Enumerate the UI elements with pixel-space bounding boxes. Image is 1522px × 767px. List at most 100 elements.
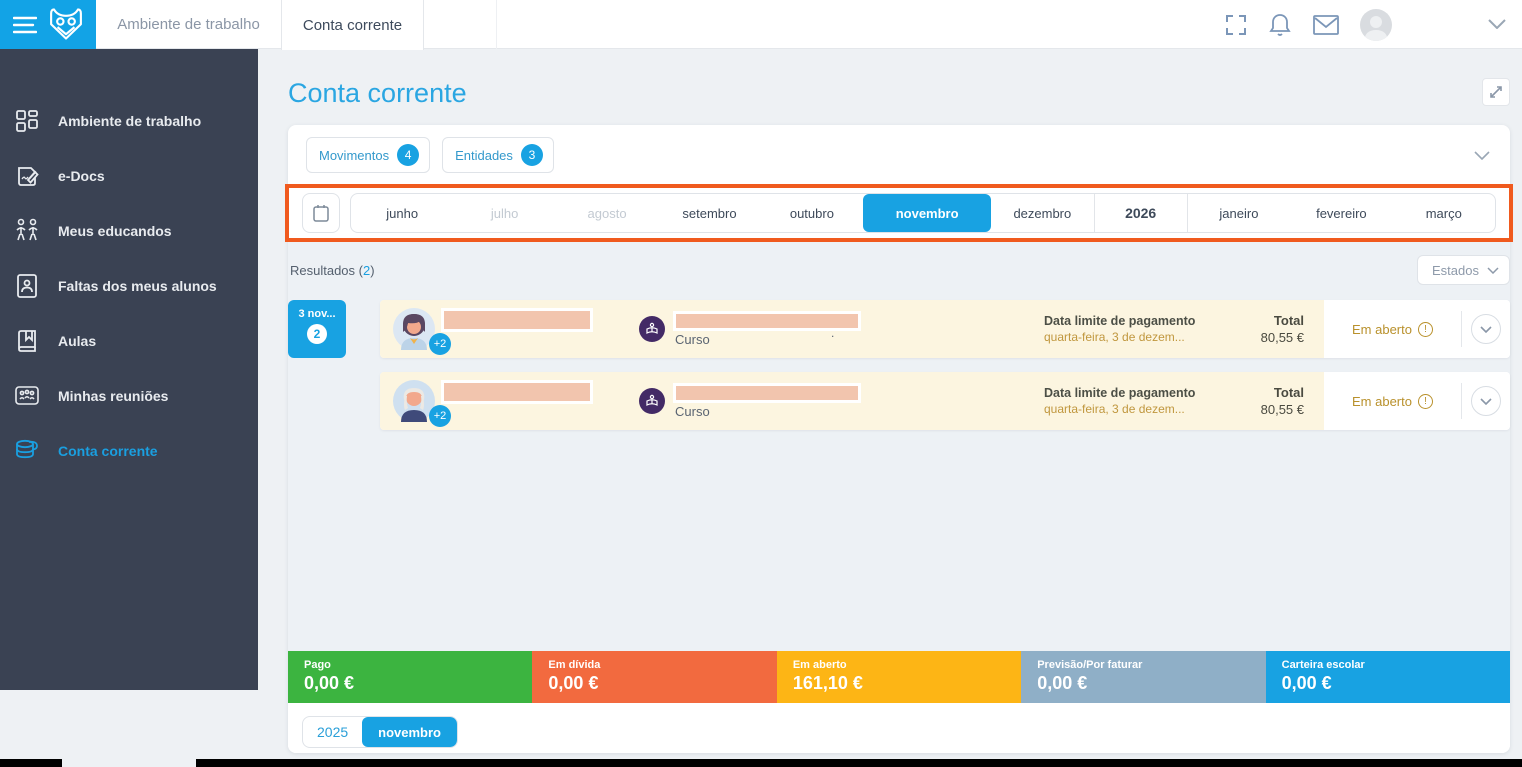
movement-row[interactable]: +2 Curso Data limite de pagamento	[380, 372, 1510, 430]
edocs-icon	[12, 164, 42, 188]
total-value: 80,55 €	[1260, 330, 1304, 345]
chevron-down-icon	[1480, 397, 1492, 405]
conta-corrente-widget: Movimentos 4 Entidades 3 junho julho ago…	[285, 125, 1513, 753]
expand-widget-button[interactable]	[1482, 78, 1510, 106]
total-label: Total	[1273, 385, 1304, 400]
absences-icon	[12, 273, 42, 299]
month-novembro-selected[interactable]: novembro	[863, 194, 992, 232]
year-chip[interactable]: 2025	[317, 724, 349, 740]
summary-carteira-escolar: Carteira escolar 0,00 €	[1265, 651, 1511, 703]
owl-logo-icon	[49, 7, 83, 43]
summary-previsao: Previsão/Por faturar 0,00 €	[1021, 651, 1266, 703]
tab-divider	[496, 0, 497, 49]
estados-dropdown[interactable]: Estados	[1417, 255, 1510, 285]
extra-students-badge: +2	[429, 333, 451, 355]
mail-icon[interactable]	[1312, 14, 1340, 36]
expand-row-button[interactable]	[1462, 314, 1510, 344]
sidebar-item-conta-corrente[interactable]: Conta corrente	[0, 423, 258, 478]
warning-icon: !	[1417, 321, 1433, 337]
status-badge: Em aberto!	[1324, 321, 1461, 337]
month-selector-row: junho julho agosto setembro outubro nove…	[288, 185, 1510, 241]
sidebar-item-faltas[interactable]: Faltas dos meus alunos	[0, 258, 258, 313]
expand-row-button[interactable]	[1462, 386, 1510, 416]
summary-pago: Pago 0,00 €	[288, 651, 533, 703]
total-value: 80,55 €	[1260, 402, 1304, 417]
month-marco[interactable]: março	[1425, 205, 1462, 221]
filter-chip-entidades[interactable]: Entidades 3	[442, 137, 554, 173]
sidebar-item-label: e-Docs	[58, 167, 105, 184]
page-title: Conta corrente	[288, 78, 467, 108]
month-agosto[interactable]: agosto	[587, 205, 627, 221]
date-group-badge[interactable]: 3 nov... 2	[288, 300, 346, 358]
movimentos-count-badge: 4	[397, 144, 420, 166]
sidebar: Ambiente de trabalho e-Docs Meus educand…	[0, 49, 258, 690]
status-badge: Em aberto!	[1324, 393, 1461, 409]
extra-students-badge: +2	[429, 405, 451, 427]
warning-icon: !	[1417, 393, 1433, 409]
filter-row: Movimentos 4 Entidades 3	[288, 125, 1510, 185]
topbar: Ambiente de trabalho Conta corrente	[0, 0, 1522, 50]
summary-em-aberto: Em aberto 161,10 €	[776, 651, 1022, 703]
movement-row[interactable]: +2 Curso . Data limite de	[380, 300, 1510, 358]
balance-summary-bar: Pago 0,00 € Em dívida 0,00 € Em aberto 1…	[288, 651, 1511, 703]
account-chevron-down-icon[interactable]	[1488, 16, 1506, 34]
sidebar-item-label: Faltas dos meus alunos	[58, 277, 217, 294]
summary-em-divida: Em dívida 0,00 €	[532, 651, 777, 703]
course-icon	[639, 388, 665, 414]
hamburger-menu-icon[interactable]	[12, 16, 37, 34]
redacted-course-name	[673, 311, 861, 331]
course-label: Curso	[675, 404, 710, 419]
lessons-icon	[12, 329, 42, 353]
month-outubro[interactable]: outubro	[789, 205, 834, 221]
month-dezembro[interactable]: dezembro	[1013, 205, 1072, 221]
course-label: Curso	[675, 332, 710, 347]
collapse-filters-chevron-icon[interactable]	[1474, 150, 1490, 160]
course-icon	[639, 316, 665, 342]
students-icon	[12, 218, 42, 244]
fullscreen-icon[interactable]	[1224, 13, 1248, 37]
student-avatar: +2	[393, 308, 451, 355]
date-group-count: 2	[307, 324, 327, 344]
tab-conta-corrente[interactable]: Conta corrente	[281, 0, 424, 50]
sidebar-item-minhas-reunioes[interactable]: Minhas reuniões	[0, 368, 258, 423]
tab-ambiente-de-trabalho[interactable]: Ambiente de trabalho	[117, 16, 260, 33]
redaction-bar	[196, 759, 1522, 767]
calendar-icon[interactable]	[302, 193, 340, 233]
sidebar-item-label: Conta corrente	[58, 442, 158, 459]
month-junho[interactable]: junho	[386, 205, 419, 221]
sidebar-item-label: Minhas reuniões	[58, 387, 169, 404]
bell-icon[interactable]	[1268, 12, 1292, 38]
sidebar-item-label: Ambiente de trabalho	[58, 112, 202, 129]
month-strip: junho julho agosto setembro outubro nove…	[350, 193, 1496, 233]
logo-box[interactable]	[0, 0, 96, 49]
chevron-down-icon	[1487, 266, 1499, 274]
due-date-label: Data limite de pagamento	[1044, 386, 1196, 400]
year-2026[interactable]: 2026	[1093, 194, 1188, 232]
redacted-course-name	[673, 383, 861, 403]
filter-chip-movimentos[interactable]: Movimentos 4	[306, 137, 431, 173]
total-label: Total	[1273, 313, 1304, 328]
redacted-student-name	[441, 308, 593, 332]
chevron-down-icon	[1480, 325, 1492, 333]
month-setembro[interactable]: setembro	[682, 205, 737, 221]
sidebar-item-meus-educandos[interactable]: Meus educandos	[0, 203, 258, 258]
due-date-label: Data limite de pagamento	[1044, 314, 1196, 328]
sidebar-item-label: Meus educandos	[58, 222, 172, 239]
student-avatar: +2	[393, 380, 451, 427]
month-fevereiro[interactable]: fevereiro	[1316, 205, 1367, 221]
sidebar-item-edocs[interactable]: e-Docs	[0, 148, 258, 203]
dashboard-icon	[12, 109, 42, 133]
month-julho[interactable]: julho	[490, 205, 519, 221]
results-count-label: Resultados (2)	[290, 262, 375, 278]
results-area: Resultados (2) Estados 3 nov... 2 +2	[288, 241, 1510, 651]
redacted-student-name	[441, 380, 593, 404]
user-avatar[interactable]	[1360, 8, 1392, 41]
account-icon	[12, 438, 42, 464]
selected-month-chip[interactable]: novembro	[362, 717, 457, 747]
due-date-value: quarta-feira, 3 de dezem...	[1044, 402, 1185, 416]
sidebar-item-ambiente-de-trabalho[interactable]: Ambiente de trabalho	[0, 93, 258, 148]
month-janeiro[interactable]: janeiro	[1219, 205, 1259, 221]
period-selector: 2025 novembro	[302, 716, 458, 748]
sidebar-item-aulas[interactable]: Aulas	[0, 313, 258, 368]
redaction-bar	[0, 759, 62, 767]
